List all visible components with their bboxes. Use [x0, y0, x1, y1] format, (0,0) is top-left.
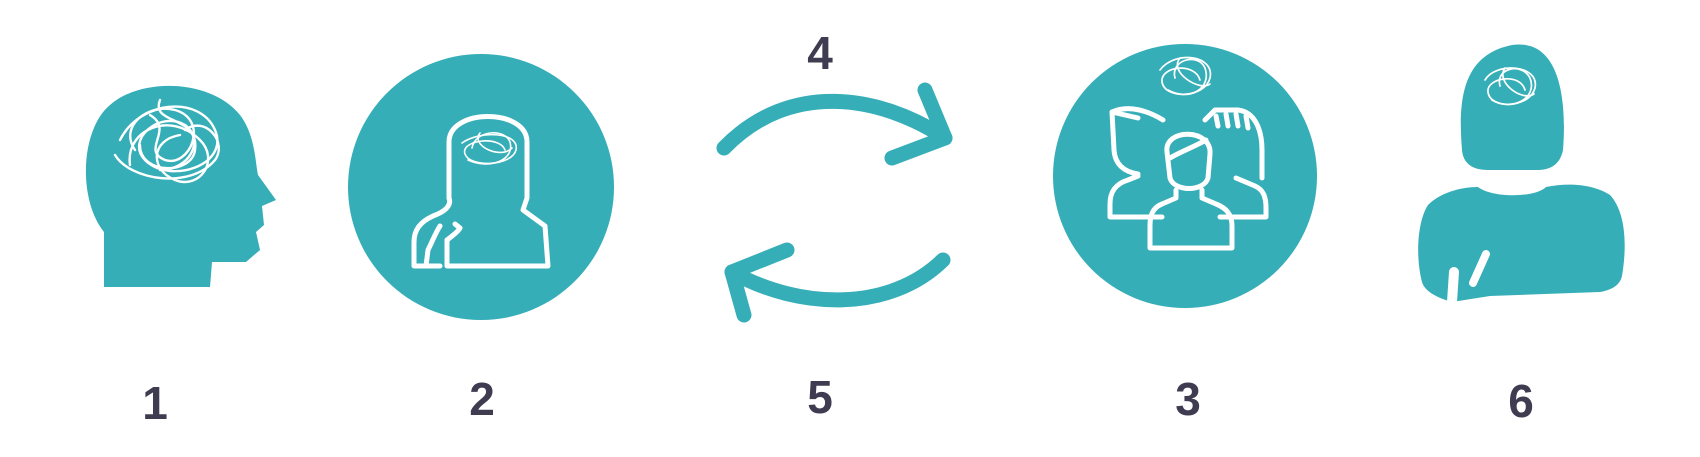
head-with-tangled-thoughts-icon: [85, 85, 277, 288]
step-number-4: 4: [807, 27, 833, 79]
step-number-6: 6: [1508, 375, 1534, 427]
step-number-3: 3: [1175, 373, 1201, 425]
step-number-1: 1: [142, 377, 168, 429]
person-silhouette-icon: [1418, 44, 1625, 307]
curved-arrow-left-icon: [724, 242, 951, 323]
group-of-people-icon: [1053, 44, 1317, 308]
step-number-5: 5: [807, 371, 833, 423]
curved-arrow-right-icon: [716, 82, 953, 166]
step-number-2: 2: [469, 373, 495, 425]
person-with-tangled-thoughts-icon: [348, 54, 614, 320]
